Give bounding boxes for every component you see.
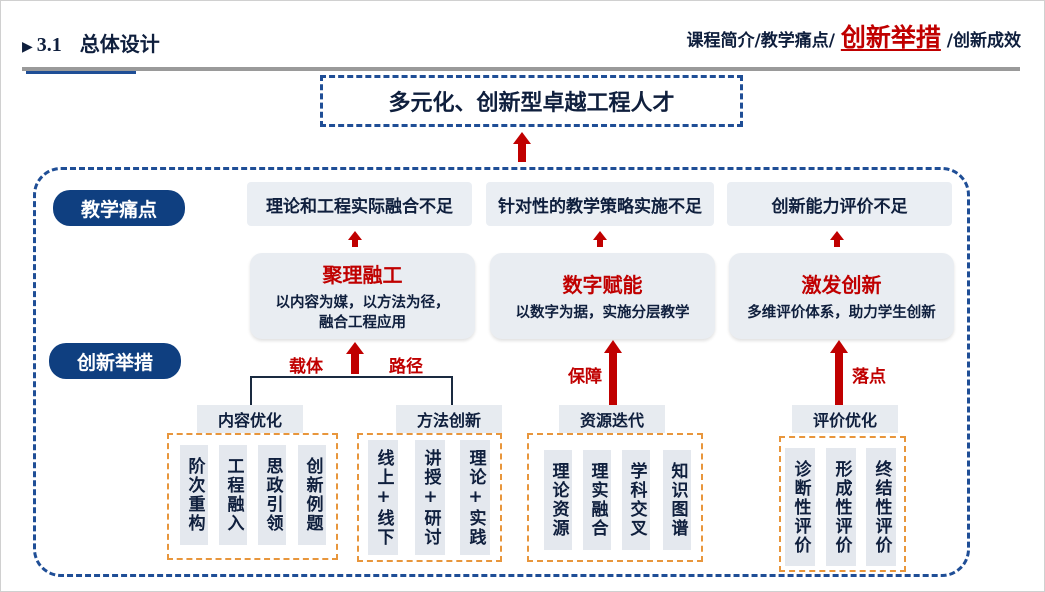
framework-frame [33,167,970,577]
tile-text: 线上+线下 [373,448,394,547]
group-label-method: 方法创新 [396,405,502,433]
nav-separator: / [754,31,761,51]
section-title: 总体设计 [79,32,160,56]
header-rule-accent [26,71,136,74]
tile-text: 形成性评价 [831,459,852,555]
nav-item-results[interactable]: 创新成效 [953,31,1021,51]
pain-point-text: 创新能力评价不足 [771,196,908,217]
goal-box: 多元化、创新型卓越工程人才 [320,75,743,127]
group-label-content: 内容优化 [197,405,303,433]
measure-desc: 多维评价体系，助力学生创新 [747,304,936,321]
tile-text-a: 讲授 [420,448,441,487]
measure-box-2: 数字赋能 以数字为据，实施分层教学 [490,253,715,339]
play-triangle-icon: ▶ [22,39,33,55]
tile-text: 讲授+研讨 [420,448,441,547]
tile-resources-4: 知识图谱 [663,450,691,550]
tile-resources-3: 学科交叉 [622,450,650,550]
guarantee-label: 保障 [568,367,602,387]
tile-text: 阶次重构 [184,457,205,533]
pain-points-label: 教学痛点 [53,190,185,226]
goal-arrow-icon [513,132,531,162]
pain-point-1: 理论和工程实际融合不足 [247,182,472,226]
tile-text: 理论资源 [548,462,569,538]
landing-label: 落点 [852,367,886,387]
tile-evaluation-1: 诊断性评价 [785,448,815,566]
tile-text: 思政引领 [262,457,283,533]
tile-text: 创新例题 [302,457,323,533]
tile-content-3: 思政引领 [258,445,286,545]
tile-text: 知识图谱 [667,462,688,538]
nav-item-current[interactable]: 创新举措 [840,23,941,52]
measures-label: 创新举措 [49,343,181,379]
section-number: 3.1 [36,34,62,56]
measure-title: 聚理融工 [322,262,403,287]
tile-method-2: 讲授+研讨 [415,440,445,555]
tile-text: 理论+实践 [465,448,486,547]
breadcrumb-nav: 课程简介/教学痛点/ 创新举措 /创新成效 [686,18,1021,54]
tile-resources-2: 理实融合 [583,450,611,550]
measure-desc: 融合工程应用 [319,314,406,331]
group-evaluation [779,436,906,572]
group-resources [527,433,703,562]
tile-content-4: 创新例题 [298,445,326,545]
tile-content-1: 阶次重构 [180,445,208,545]
nav-item-pain-points[interactable]: 教学痛点 [760,31,829,51]
up-arrow-icon [830,231,844,247]
tile-text-b: 实践 [465,508,486,547]
up-arrow-icon [593,231,607,247]
section-heading: ▶3.1 总体设计 [22,28,160,57]
connector-line [451,376,453,406]
plus-sign: + [465,486,486,509]
path-label: 路径 [389,357,423,377]
tile-method-3: 理论+实践 [460,440,490,555]
pain-point-2: 针对性的教学策略实施不足 [486,182,714,226]
group-method [357,433,502,562]
carrier-label: 载体 [289,357,323,377]
measure-desc: 以内容为媒，以方法为径， [275,294,450,311]
plus-sign: + [420,486,441,509]
tile-text-b: 线下 [373,508,394,547]
up-arrow-icon [346,342,364,374]
nav-separator: / [946,31,953,51]
up-arrow-icon [830,340,848,408]
pain-point-text: 理论和工程实际融合不足 [266,196,453,217]
pain-point-3: 创新能力评价不足 [727,182,952,226]
measure-desc: 以数字为据，实施分层教学 [515,304,690,321]
tile-text: 诊断性评价 [790,459,811,555]
connector-line [250,376,252,406]
tile-text-a: 理论 [465,448,486,487]
nav-separator: / [828,31,835,51]
tile-text-b: 研讨 [420,508,441,547]
tile-text-a: 线上 [373,448,394,487]
tile-evaluation-3: 终结性评价 [866,448,896,566]
plus-sign: + [373,486,394,509]
measure-title: 数字赋能 [562,272,643,297]
tile-text: 工程融入 [223,457,244,533]
connector-line [250,376,453,378]
group-label-evaluation: 评价优化 [792,405,898,433]
goal-text: 多元化、创新型卓越工程人才 [388,91,675,116]
tile-content-2: 工程融入 [219,445,247,545]
nav-item-intro[interactable]: 课程简介 [686,31,755,51]
tile-resources-1: 理论资源 [544,450,572,550]
header-rule [22,67,1020,71]
up-arrow-icon [604,340,622,410]
measure-box-3: 激发创新 多维评价体系，助力学生创新 [729,253,954,339]
tile-text: 学科交叉 [626,462,647,538]
tile-text: 终结性评价 [871,459,892,555]
measures-label-text: 创新举措 [76,351,153,374]
tile-evaluation-2: 形成性评价 [826,448,856,566]
group-label-resources: 资源迭代 [559,405,665,433]
pain-point-text: 针对性的教学策略实施不足 [498,196,702,217]
group-content [167,433,338,560]
measure-title: 激发创新 [801,272,882,297]
pain-points-label-text: 教学痛点 [80,198,157,221]
tile-text: 理实融合 [587,462,608,538]
tile-method-1: 线上+线下 [368,440,398,555]
measure-box-1: 聚理融工 以内容为媒，以方法为径， 融合工程应用 [250,253,475,339]
up-arrow-icon [348,231,362,247]
